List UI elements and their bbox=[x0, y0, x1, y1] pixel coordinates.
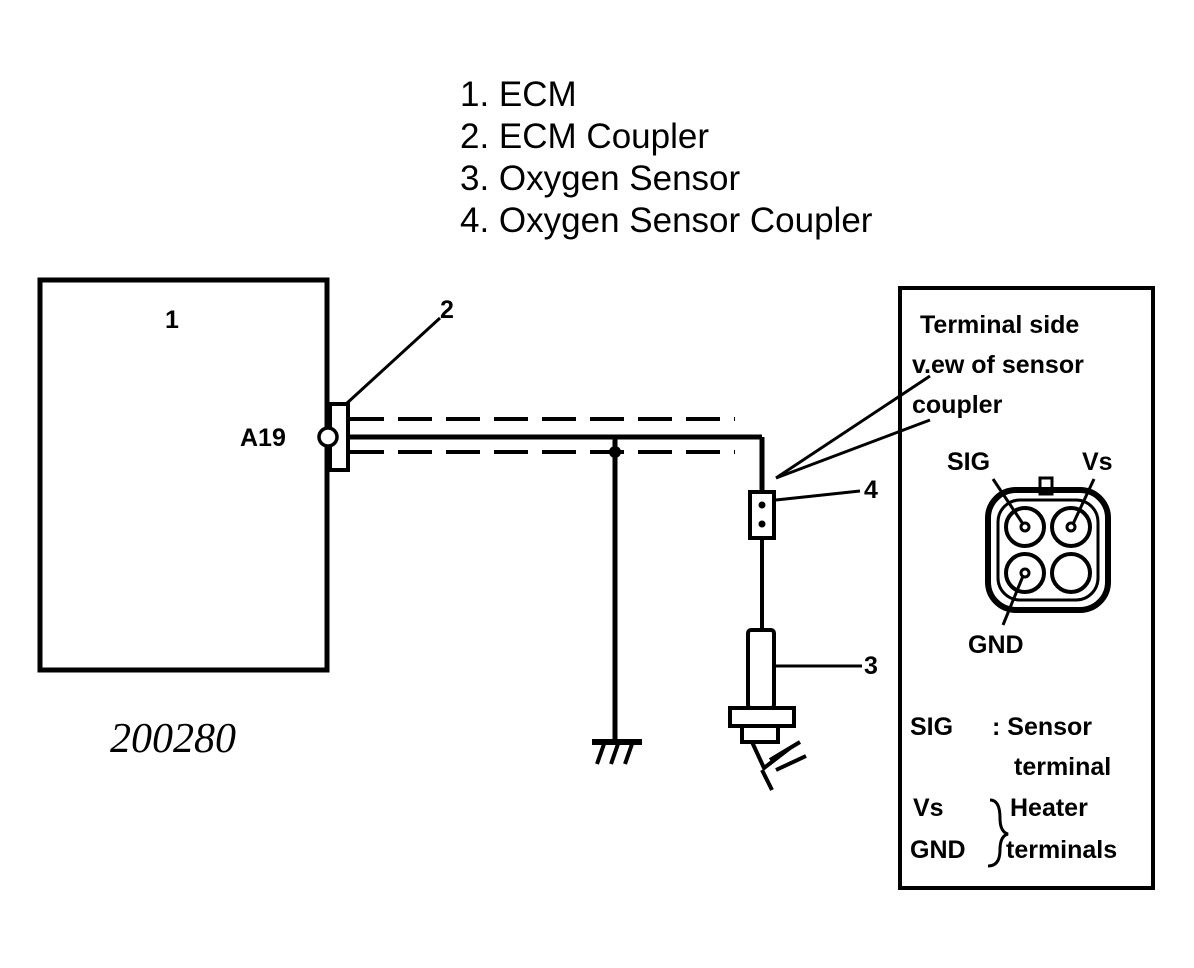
pin-vs-cavity bbox=[1050, 506, 1092, 548]
key-sig-desc-2: terminal bbox=[1014, 753, 1111, 781]
key-heater-2: terminals bbox=[1006, 836, 1117, 864]
inset-title-line-3: coupler bbox=[912, 391, 1003, 419]
ecm-coupler-callout: 2 bbox=[440, 296, 454, 324]
coupler-inner-shell bbox=[996, 498, 1100, 602]
shielded-signal-wire bbox=[346, 417, 765, 492]
legend-item-ecm-coupler: 2. ECM Coupler bbox=[460, 117, 709, 156]
figure-number: 200280 bbox=[110, 716, 236, 762]
key-gnd: GND bbox=[910, 836, 966, 864]
inset-title-line-2: v.ew of sensor bbox=[912, 351, 1084, 379]
shield-drain-ground bbox=[592, 437, 642, 765]
ground-hatch bbox=[609, 743, 620, 765]
ground-hatch bbox=[623, 743, 634, 765]
sensor-coupler-leader bbox=[775, 489, 861, 502]
pin-label-vs: Vs bbox=[1082, 448, 1113, 476]
key-brace bbox=[987, 798, 1009, 868]
ecm-coupler-leader bbox=[344, 316, 442, 406]
pin-sig-leader bbox=[991, 478, 1025, 525]
pin-vs-leader bbox=[1071, 478, 1096, 525]
pin-sig-cavity bbox=[1004, 506, 1046, 548]
key-sig: SIG bbox=[910, 713, 953, 741]
oxygen-sensor-coupler bbox=[748, 490, 776, 540]
legend-item-oxygen-sensor: 3. Oxygen Sensor bbox=[460, 159, 740, 198]
oxygen-sensor-callout: 3 bbox=[864, 652, 878, 680]
pin-label-sig: SIG bbox=[947, 448, 990, 476]
legend-item-sensor-coupler: 4. Oxygen Sensor Coupler bbox=[460, 201, 873, 240]
inset-pointer-upper bbox=[775, 374, 931, 480]
pin-gnd-cavity bbox=[1004, 552, 1046, 594]
pin-label-gnd: GND bbox=[968, 631, 1024, 659]
inset-frame bbox=[898, 286, 1155, 890]
ecm-box bbox=[37, 277, 330, 673]
inset-title-line-1: Terminal side bbox=[920, 311, 1079, 339]
ground-hatch bbox=[595, 743, 606, 765]
oxygen-sensor bbox=[728, 628, 807, 791]
key-heater-1: Heater bbox=[1010, 794, 1088, 822]
sensor-coupler-callout: 4 bbox=[864, 476, 878, 504]
coupler-outer-shell bbox=[985, 487, 1111, 613]
ecm-callout: 1 bbox=[165, 306, 179, 334]
pin-gnd-leader bbox=[1001, 575, 1025, 626]
inset-pointer-lower bbox=[775, 418, 931, 480]
terminal-a19-circle bbox=[317, 426, 339, 448]
legend-item-ecm: 1. ECM bbox=[460, 75, 577, 114]
terminal-label-a19: A19 bbox=[240, 424, 286, 452]
coupler-terminal-inset: Terminal side v.ew of sensor coupler SIG… bbox=[898, 286, 1155, 890]
legend: 1. ECM 2. ECM Coupler 3. Oxygen Sensor 4… bbox=[460, 75, 873, 240]
pin-empty-cavity bbox=[1050, 552, 1092, 594]
key-vs: Vs bbox=[913, 794, 944, 822]
key-sig-desc: : Sensor bbox=[992, 713, 1092, 741]
